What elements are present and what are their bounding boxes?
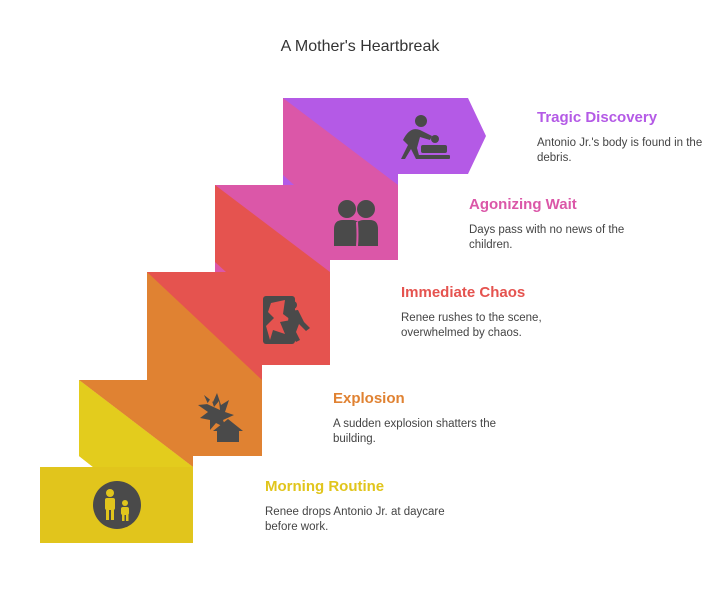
step-3-description: Renee rushes to the scene, overwhelmed b… [401,312,542,339]
step-5-title: Tragic Discovery [537,109,658,126]
chaos-person-icon [263,296,310,344]
person-kneeling-icon [401,115,450,159]
two-people-icon [334,200,378,247]
step-4-text: Agonizing Wait Days pass with no news of… [469,196,649,253]
step-3-title: Immediate Chaos [401,284,526,301]
step-2-description: A sudden explosion shatters the building… [333,418,497,445]
step-2-block [79,380,262,467]
step-2-text: Explosion A sudden explosion shatters th… [333,390,513,447]
step-2-title: Explosion [333,390,405,407]
explosion-house-icon [198,393,243,442]
step-1-text: Morning Routine Renee drops Antonio Jr. … [265,478,445,535]
step-4-description: Days pass with no news of the children. [469,224,625,251]
step-3-text: Immediate Chaos Renee rushes to the scen… [401,284,581,341]
step-5-block [283,98,486,185]
step-5-description: Antonio Jr.'s body is found in the debri… [537,137,703,164]
step-1-title: Morning Routine [265,478,385,495]
step-1-description: Renee drops Antonio Jr. at daycare befor… [265,506,445,533]
step-4-title: Agonizing Wait [469,196,577,213]
diagram-title: A Mother's Heartbreak [280,38,440,55]
step-5-text: Tragic Discovery Antonio Jr.'s body is f… [537,109,717,166]
parent-child-icon [93,481,141,529]
